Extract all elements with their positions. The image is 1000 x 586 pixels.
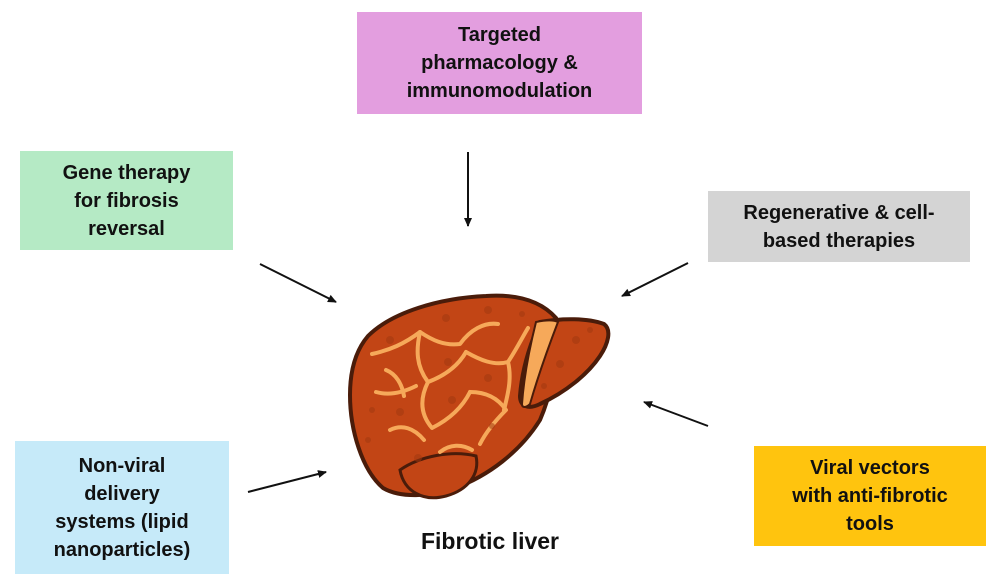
- gene-therapy-box: Gene therapy for fibrosis reversal: [20, 151, 233, 250]
- liver-icon: [347, 293, 611, 500]
- fibrosis-veins: [370, 321, 530, 454]
- pharmacology-box: Targeted pharmacology & immunomodulation: [357, 12, 642, 114]
- liver-band: [520, 319, 560, 408]
- arrow-from-gene-therapy: [259, 263, 337, 303]
- regenerative-label: Regenerative & cell- based therapies: [743, 201, 935, 252]
- viral-vectors-label: Viral vectors with anti-fibrotic tools: [792, 457, 948, 535]
- liver-lower-lobe: [398, 452, 479, 500]
- viral-vectors-box: Viral vectors with anti-fibrotic tools: [754, 446, 986, 546]
- regenerative-box: Regenerative & cell- based therapies: [708, 191, 970, 262]
- liver-caption: Fibrotic liver: [420, 528, 560, 554]
- arrow-from-viral-vectors: [643, 401, 709, 427]
- arrow-from-regenerative: [621, 262, 689, 297]
- non-viral-box: Non-viral delivery systems (lipid nanopa…: [15, 441, 229, 574]
- gene-therapy-label: Gene therapy for fibrosis reversal: [62, 161, 191, 240]
- arrow-from-non-viral: [247, 470, 327, 493]
- pharmacology-label: Targeted pharmacology & immunomodulation: [406, 24, 593, 102]
- liver-texture: [365, 306, 593, 462]
- non-viral-label: Non-viral delivery systems (lipid nanopa…: [53, 454, 191, 561]
